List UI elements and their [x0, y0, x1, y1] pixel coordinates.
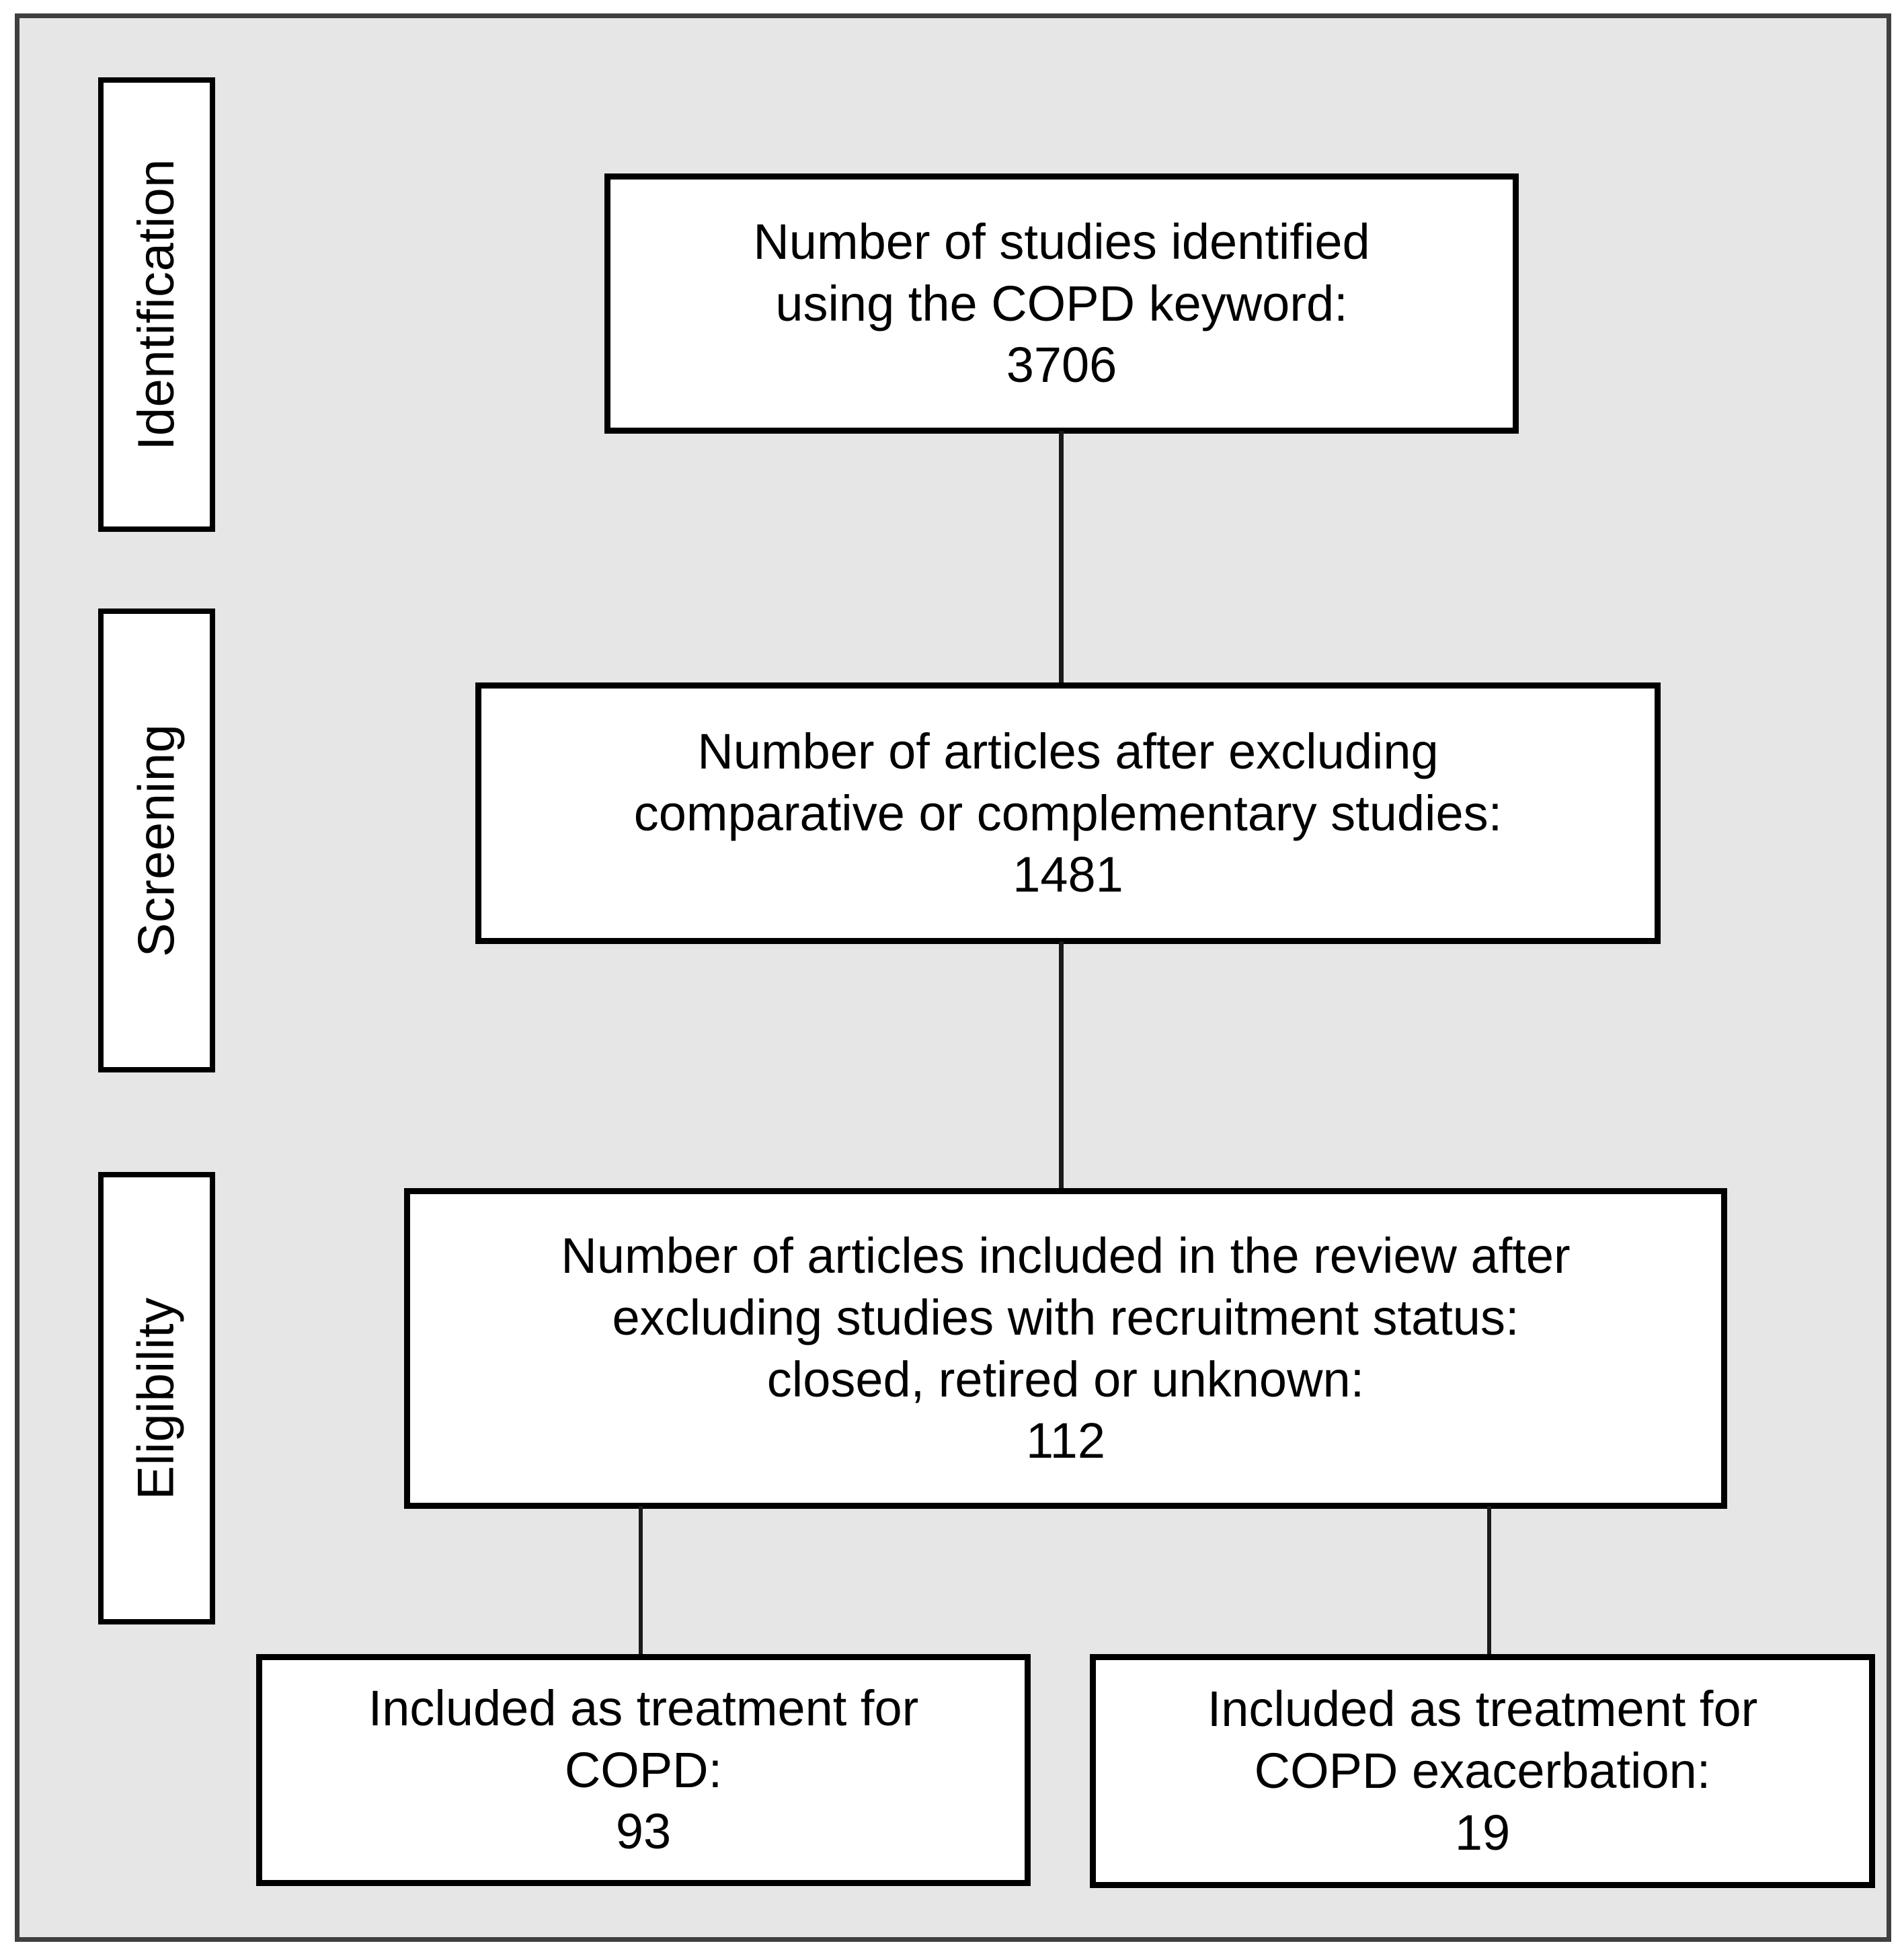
flow-box-treatment-copd-exacerbation: Included as treatment for COPD exacerbat… [1090, 1654, 1875, 1888]
flow-box-line: Number of studies identified [753, 213, 1370, 270]
stage-label-identification-text: Identification [128, 159, 186, 450]
flow-box-line: excluding studies with recruitment statu… [612, 1289, 1519, 1345]
flow-box-studies-identified: Number of studies identified using the C… [604, 173, 1519, 434]
flow-box-line: Number of articles after excluding [697, 723, 1439, 779]
stage-label-eligibility: Eligibility [98, 1172, 215, 1624]
flow-box-count: 3706 [1006, 337, 1117, 393]
stage-label-screening-text: Screening [128, 723, 186, 957]
flow-box-treatment-copd: Included as treatment for COPD: 93 [256, 1654, 1031, 1886]
stage-label-identification: Identification [98, 77, 215, 532]
connector-screened-to-eligible [1059, 941, 1064, 1190]
flow-box-count: 1481 [1013, 847, 1123, 903]
flow-box-line: COPD exacerbation: [1254, 1743, 1711, 1799]
stage-label-screening: Screening [98, 609, 215, 1072]
flow-box-line: using the COPD keyword: [775, 275, 1348, 331]
flow-box-articles-included-review: Number of articles included in the revie… [404, 1188, 1727, 1509]
diagram-frame: Identification Screening Eligibility Num… [15, 13, 1891, 1942]
flow-box-articles-after-excluding: Number of articles after excluding compa… [475, 682, 1661, 944]
flow-box-line: comparative or complementary studies: [633, 785, 1503, 841]
flow-box-line: Number of articles included in the revie… [561, 1228, 1571, 1284]
connector-identified-to-screened [1059, 431, 1064, 685]
connector-eligible-to-treatment-copd [639, 1506, 643, 1657]
connector-eligible-to-treatment-exacerbation [1487, 1506, 1491, 1657]
stage-label-eligibility-text: Eligibility [128, 1296, 185, 1500]
flow-box-line: COPD: [564, 1741, 723, 1798]
flow-box-line: Included as treatment for [368, 1680, 919, 1736]
flow-box-line: Included as treatment for [1207, 1681, 1758, 1737]
flow-box-count: 112 [1026, 1413, 1105, 1469]
flow-box-count: 19 [1454, 1804, 1511, 1860]
flow-box-line: closed, retired or unknown: [766, 1351, 1365, 1407]
flow-box-count: 93 [615, 1803, 672, 1860]
